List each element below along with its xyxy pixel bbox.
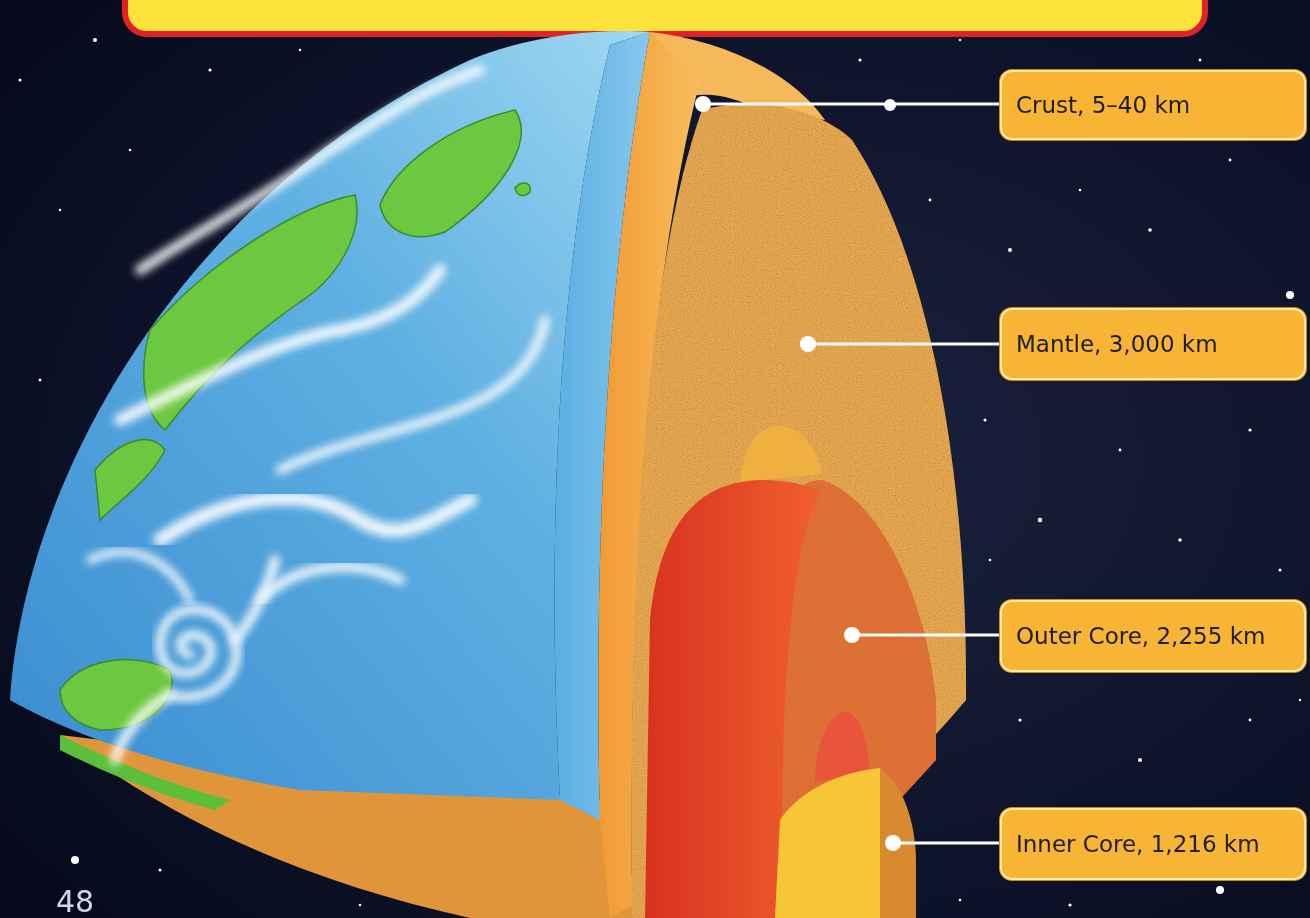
outer-core-dome	[740, 426, 822, 482]
layer-label-box: Outer Core, 2,255 km	[1000, 600, 1306, 672]
leader-line	[808, 343, 1002, 346]
leader-dots	[695, 96, 901, 851]
layer-label: Inner Core, 1,216 km	[1016, 831, 1260, 857]
star	[19, 79, 22, 82]
cloud	[280, 320, 545, 470]
layer-label-box: Inner Core, 1,216 km	[1000, 808, 1306, 880]
star	[1038, 518, 1042, 522]
hurricane	[160, 609, 237, 697]
continent	[380, 110, 521, 237]
clouds	[90, 70, 545, 760]
star	[929, 199, 932, 202]
star	[1138, 758, 1142, 762]
star	[1008, 248, 1012, 252]
leader-line	[893, 842, 1002, 845]
leader-dot	[885, 835, 901, 851]
layer-label-box: Mantle, 3,000 km	[1000, 308, 1306, 380]
star	[1286, 291, 1294, 299]
star	[299, 49, 301, 51]
star	[984, 419, 987, 422]
star	[159, 869, 162, 872]
star	[93, 38, 97, 42]
star	[1079, 189, 1082, 192]
hurricane	[115, 560, 275, 760]
star	[59, 209, 61, 211]
green-rim	[60, 735, 230, 810]
star	[359, 904, 362, 907]
cloud	[90, 552, 190, 600]
leader-dot	[844, 627, 860, 643]
star	[1148, 228, 1152, 232]
title-banner	[125, 0, 1205, 34]
star	[1248, 428, 1251, 431]
star	[71, 856, 79, 864]
continent	[60, 660, 172, 730]
layer-label: Mantle, 3,000 km	[1016, 331, 1218, 357]
star	[959, 899, 962, 902]
cloud	[120, 270, 440, 420]
ocean-surface	[10, 31, 650, 800]
cloud	[140, 70, 480, 270]
star	[1178, 538, 1182, 542]
star	[989, 559, 992, 562]
leader-line	[852, 634, 1002, 637]
leader-line	[703, 103, 1002, 106]
inner-core-face	[775, 768, 880, 918]
star	[1216, 886, 1224, 894]
star	[1119, 449, 1122, 452]
star	[208, 68, 211, 71]
leader-dot	[695, 96, 711, 112]
cloud	[160, 498, 470, 540]
star	[1249, 719, 1252, 722]
star	[959, 39, 961, 41]
star	[1299, 699, 1301, 701]
star	[1018, 718, 1021, 721]
continent	[95, 440, 165, 520]
star	[1199, 59, 1202, 62]
star	[39, 379, 42, 382]
star	[1068, 903, 1071, 906]
mantle-face	[631, 104, 966, 918]
star	[858, 58, 861, 61]
leader-lines	[703, 104, 1002, 843]
cloud	[260, 567, 400, 600]
continents	[60, 110, 530, 730]
star	[1279, 569, 1282, 572]
page-number: 48	[56, 884, 94, 918]
leader-dot	[800, 336, 816, 352]
star	[1229, 159, 1232, 162]
continent	[515, 183, 530, 195]
layer-label: Crust, 5–40 km	[1016, 92, 1190, 118]
layer-label-box: Crust, 5–40 km	[1000, 70, 1306, 140]
star	[129, 149, 132, 152]
layer-label: Outer Core, 2,255 km	[1016, 623, 1265, 649]
